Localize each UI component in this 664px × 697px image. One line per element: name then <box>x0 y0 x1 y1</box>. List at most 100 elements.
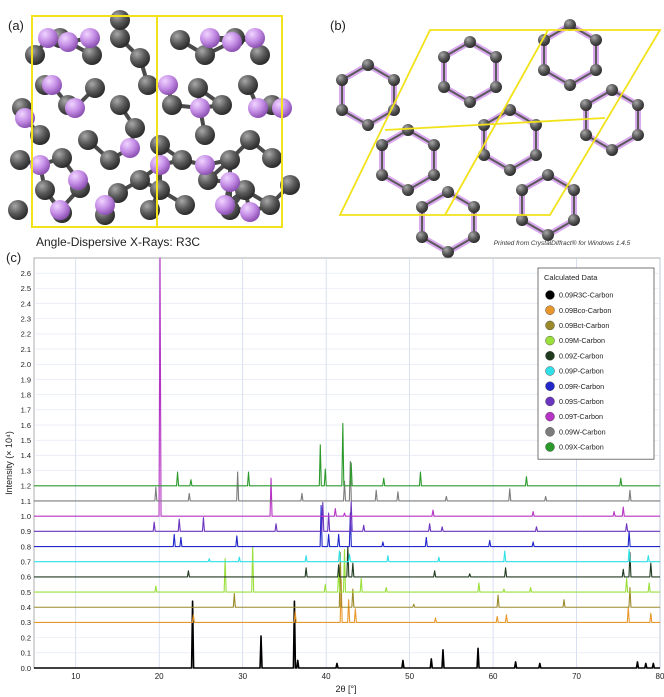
carbon-atom-purple <box>245 28 265 48</box>
chart-legend: Calculated Data0.09R3C-Carbon0.09Bco-Car… <box>537 267 655 460</box>
carbon-atom-gray <box>438 51 451 63</box>
unit-cell-b <box>338 29 662 216</box>
carbon-atom-purple <box>95 195 115 215</box>
carbon-atom-gray <box>175 195 195 215</box>
legend-swatch <box>545 290 555 300</box>
series-line-0.09R3C-Carbon <box>34 600 660 669</box>
legend-label: 0.09Z-Carbon <box>559 351 603 360</box>
carbon-atom-gray <box>427 169 440 181</box>
legend-swatch <box>545 335 555 346</box>
carbon-atom-gray <box>362 119 374 131</box>
carbon-atom-gray <box>564 19 576 31</box>
carbon-atom-gray <box>198 170 218 190</box>
legend-swatch <box>545 396 555 407</box>
y-tick-label: 2.0 <box>21 360 31 369</box>
carbon-atom-purple <box>30 155 50 175</box>
carbon-atom-gray <box>489 51 502 63</box>
carbon-atom-gray <box>606 144 618 156</box>
carbon-atom-gray <box>138 75 158 95</box>
legend-swatch <box>545 305 555 315</box>
legend-swatch <box>545 366 555 376</box>
y-axis-label: Intensity (× 10⁴) <box>4 431 14 495</box>
y-tick-label: 1.8 <box>21 390 31 399</box>
x-tick-label: 70 <box>572 672 581 681</box>
x-tick-label: 50 <box>405 672 414 681</box>
carbon-atom-gray <box>529 149 542 161</box>
carbon-atom-purple <box>38 28 58 48</box>
carbon-atom-purple <box>15 108 35 128</box>
structure-panel-a: (a) <box>8 10 300 228</box>
series-line-0.09W-Carbon <box>34 460 660 502</box>
carbon-atom-gray <box>110 10 130 30</box>
series-line-0.09M-Carbon <box>34 545 660 593</box>
carbon-atom-gray <box>336 74 349 86</box>
carbon-atom-gray <box>336 104 349 116</box>
carbon-atom-gray <box>100 150 120 170</box>
y-tick-label: 1.2 <box>21 482 31 491</box>
y-tick-label: 1.5 <box>21 436 31 445</box>
series-line-0.09R-Carbon <box>34 504 660 548</box>
legend-box <box>537 267 655 460</box>
carbon-atom-gray <box>110 95 130 115</box>
series-line-0.09Bco-Carbon <box>34 579 660 623</box>
carbon-atom-gray <box>606 84 618 96</box>
carbon-atom-gray <box>504 104 516 116</box>
y-tick-label: 0.4 <box>21 603 31 612</box>
carbon-atom-gray <box>489 81 502 93</box>
carbon-atom-gray <box>516 214 529 226</box>
carbon-atom-gray <box>580 129 593 141</box>
structure-b-bonds <box>339 22 641 255</box>
structure-a-atoms <box>8 10 300 225</box>
carbon-atom-gray <box>130 48 150 68</box>
y-tick-label: 2.5 <box>21 284 31 293</box>
carbon-atom-gray <box>376 169 389 181</box>
carbon-atom-gray <box>195 125 215 145</box>
y-tick-label: 2.6 <box>21 269 31 278</box>
carbon-atom-gray <box>580 99 593 111</box>
carbon-atom-gray <box>240 130 260 150</box>
x-tick-label: 60 <box>489 672 498 681</box>
x-tick-label: 20 <box>155 672 164 681</box>
carbon-atom-gray <box>416 201 429 213</box>
y-tick-label: 0.0 <box>21 664 31 673</box>
carbon-atom-gray <box>108 183 128 203</box>
y-tick-label: 1.7 <box>21 406 31 415</box>
y-tick-label: 2.1 <box>21 345 31 354</box>
carbon-atom-gray <box>427 139 440 151</box>
y-tick-label: 0.8 <box>21 542 31 551</box>
carbon-atom-purple <box>80 28 100 48</box>
carbon-atom-gray <box>262 148 282 168</box>
carbon-atom-purple <box>195 155 215 175</box>
legend-swatch <box>545 351 555 361</box>
carbon-atom-gray <box>85 78 105 98</box>
legend-label: 0.09Bco-Carbon <box>559 306 611 315</box>
legend-label: 0.09P-Carbon <box>559 367 604 376</box>
carbon-atom-purple <box>42 75 62 95</box>
diffraction-chart: Angle-Dispersive X-Rays: R3C Printed fro… <box>4 235 664 694</box>
carbon-atom-gray <box>162 95 182 115</box>
legend-swatch <box>545 442 555 452</box>
software-credit: Printed from CrystalDiffract® for Window… <box>494 239 631 247</box>
y-tick-label: 1.9 <box>21 375 31 384</box>
carbon-atom-purple <box>222 32 242 52</box>
y-tick-label: 0.7 <box>21 558 31 567</box>
carbon-atom-purple <box>200 28 220 48</box>
carbon-atom-gray <box>125 118 145 138</box>
panel-a-label: (a) <box>8 18 24 33</box>
carbon-atom-gray <box>442 186 454 198</box>
legend-label: 0.09M-Carbon <box>559 336 605 345</box>
carbon-atom-purple <box>215 195 235 215</box>
legend-label: 0.09W-Carbon <box>559 427 606 436</box>
carbon-atom-gray <box>8 200 28 220</box>
carbon-atom-gray <box>464 36 476 48</box>
carbon-atom-purple <box>158 75 178 95</box>
carbon-atom-gray <box>467 201 480 213</box>
x-tick-label: 30 <box>238 672 247 681</box>
panel-c-label: (c) <box>6 250 21 265</box>
carbon-atom-purple <box>68 170 88 190</box>
carbon-atom-gray <box>220 150 240 170</box>
carbon-atom-gray <box>195 45 215 65</box>
y-tick-label: 1.6 <box>21 421 31 430</box>
carbon-atom-gray <box>542 169 554 181</box>
